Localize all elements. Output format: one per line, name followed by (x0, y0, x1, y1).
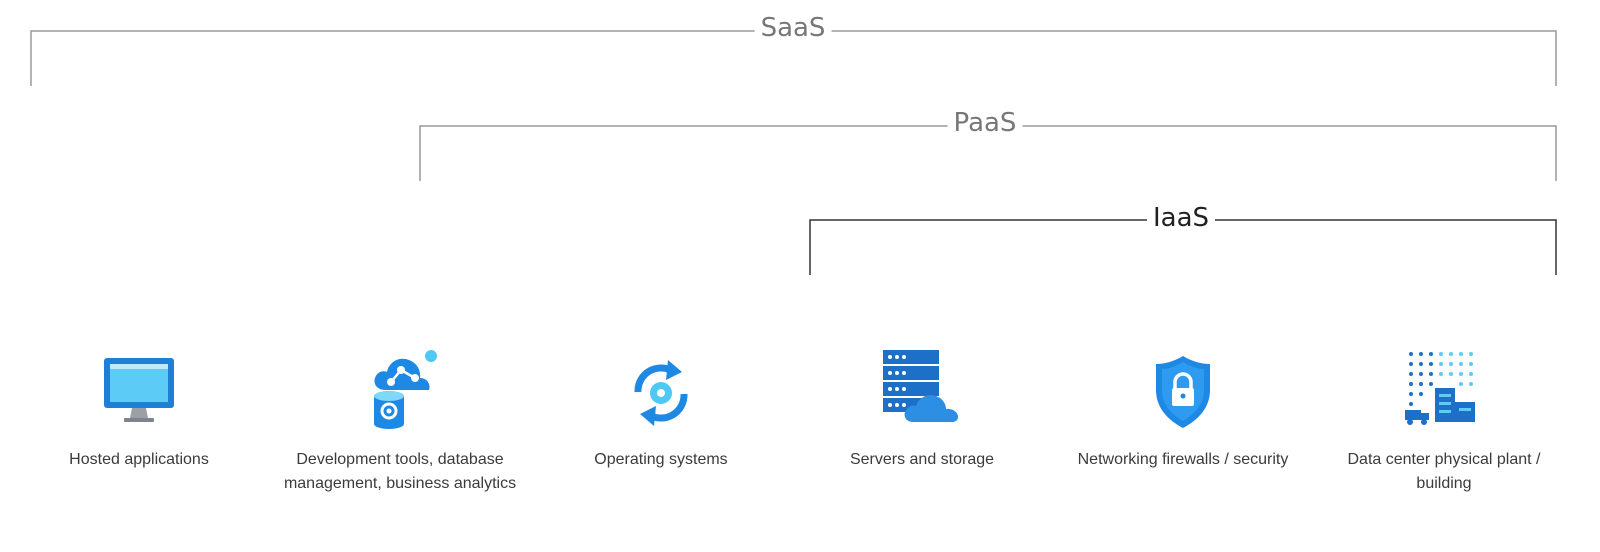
iaas-label: IaaS (1146, 203, 1216, 233)
component-hosted-applications: Hosted applications (19, 348, 259, 472)
building-grid-icon (1405, 352, 1475, 425)
component-label: Servers and storage (849, 451, 995, 468)
server-cloud-icon (883, 350, 959, 422)
component-label: Data center physical plant / building (1347, 451, 1541, 492)
component-label: Hosted applications (69, 451, 209, 468)
shield-lock-icon (1156, 356, 1210, 428)
saas-label: SaaS (754, 13, 832, 43)
component-operating-systems: Operating systems (541, 348, 781, 472)
component-development-tools: Development tools, database management, … (280, 348, 520, 496)
cloud-database-icon (374, 350, 437, 429)
component-label: Development tools, database management, … (283, 451, 517, 492)
component-label: Operating systems (594, 451, 728, 468)
monitor-icon (104, 358, 174, 422)
component-label: Networking firewalls / security (1077, 451, 1289, 468)
paas-label: PaaS (947, 108, 1023, 138)
component-networking-security: Networking firewalls / security (1063, 348, 1303, 472)
refresh-gear-icon (634, 360, 688, 426)
component-servers-storage: Servers and storage (802, 348, 1042, 472)
component-data-center: Data center physical plant / building (1324, 348, 1564, 496)
